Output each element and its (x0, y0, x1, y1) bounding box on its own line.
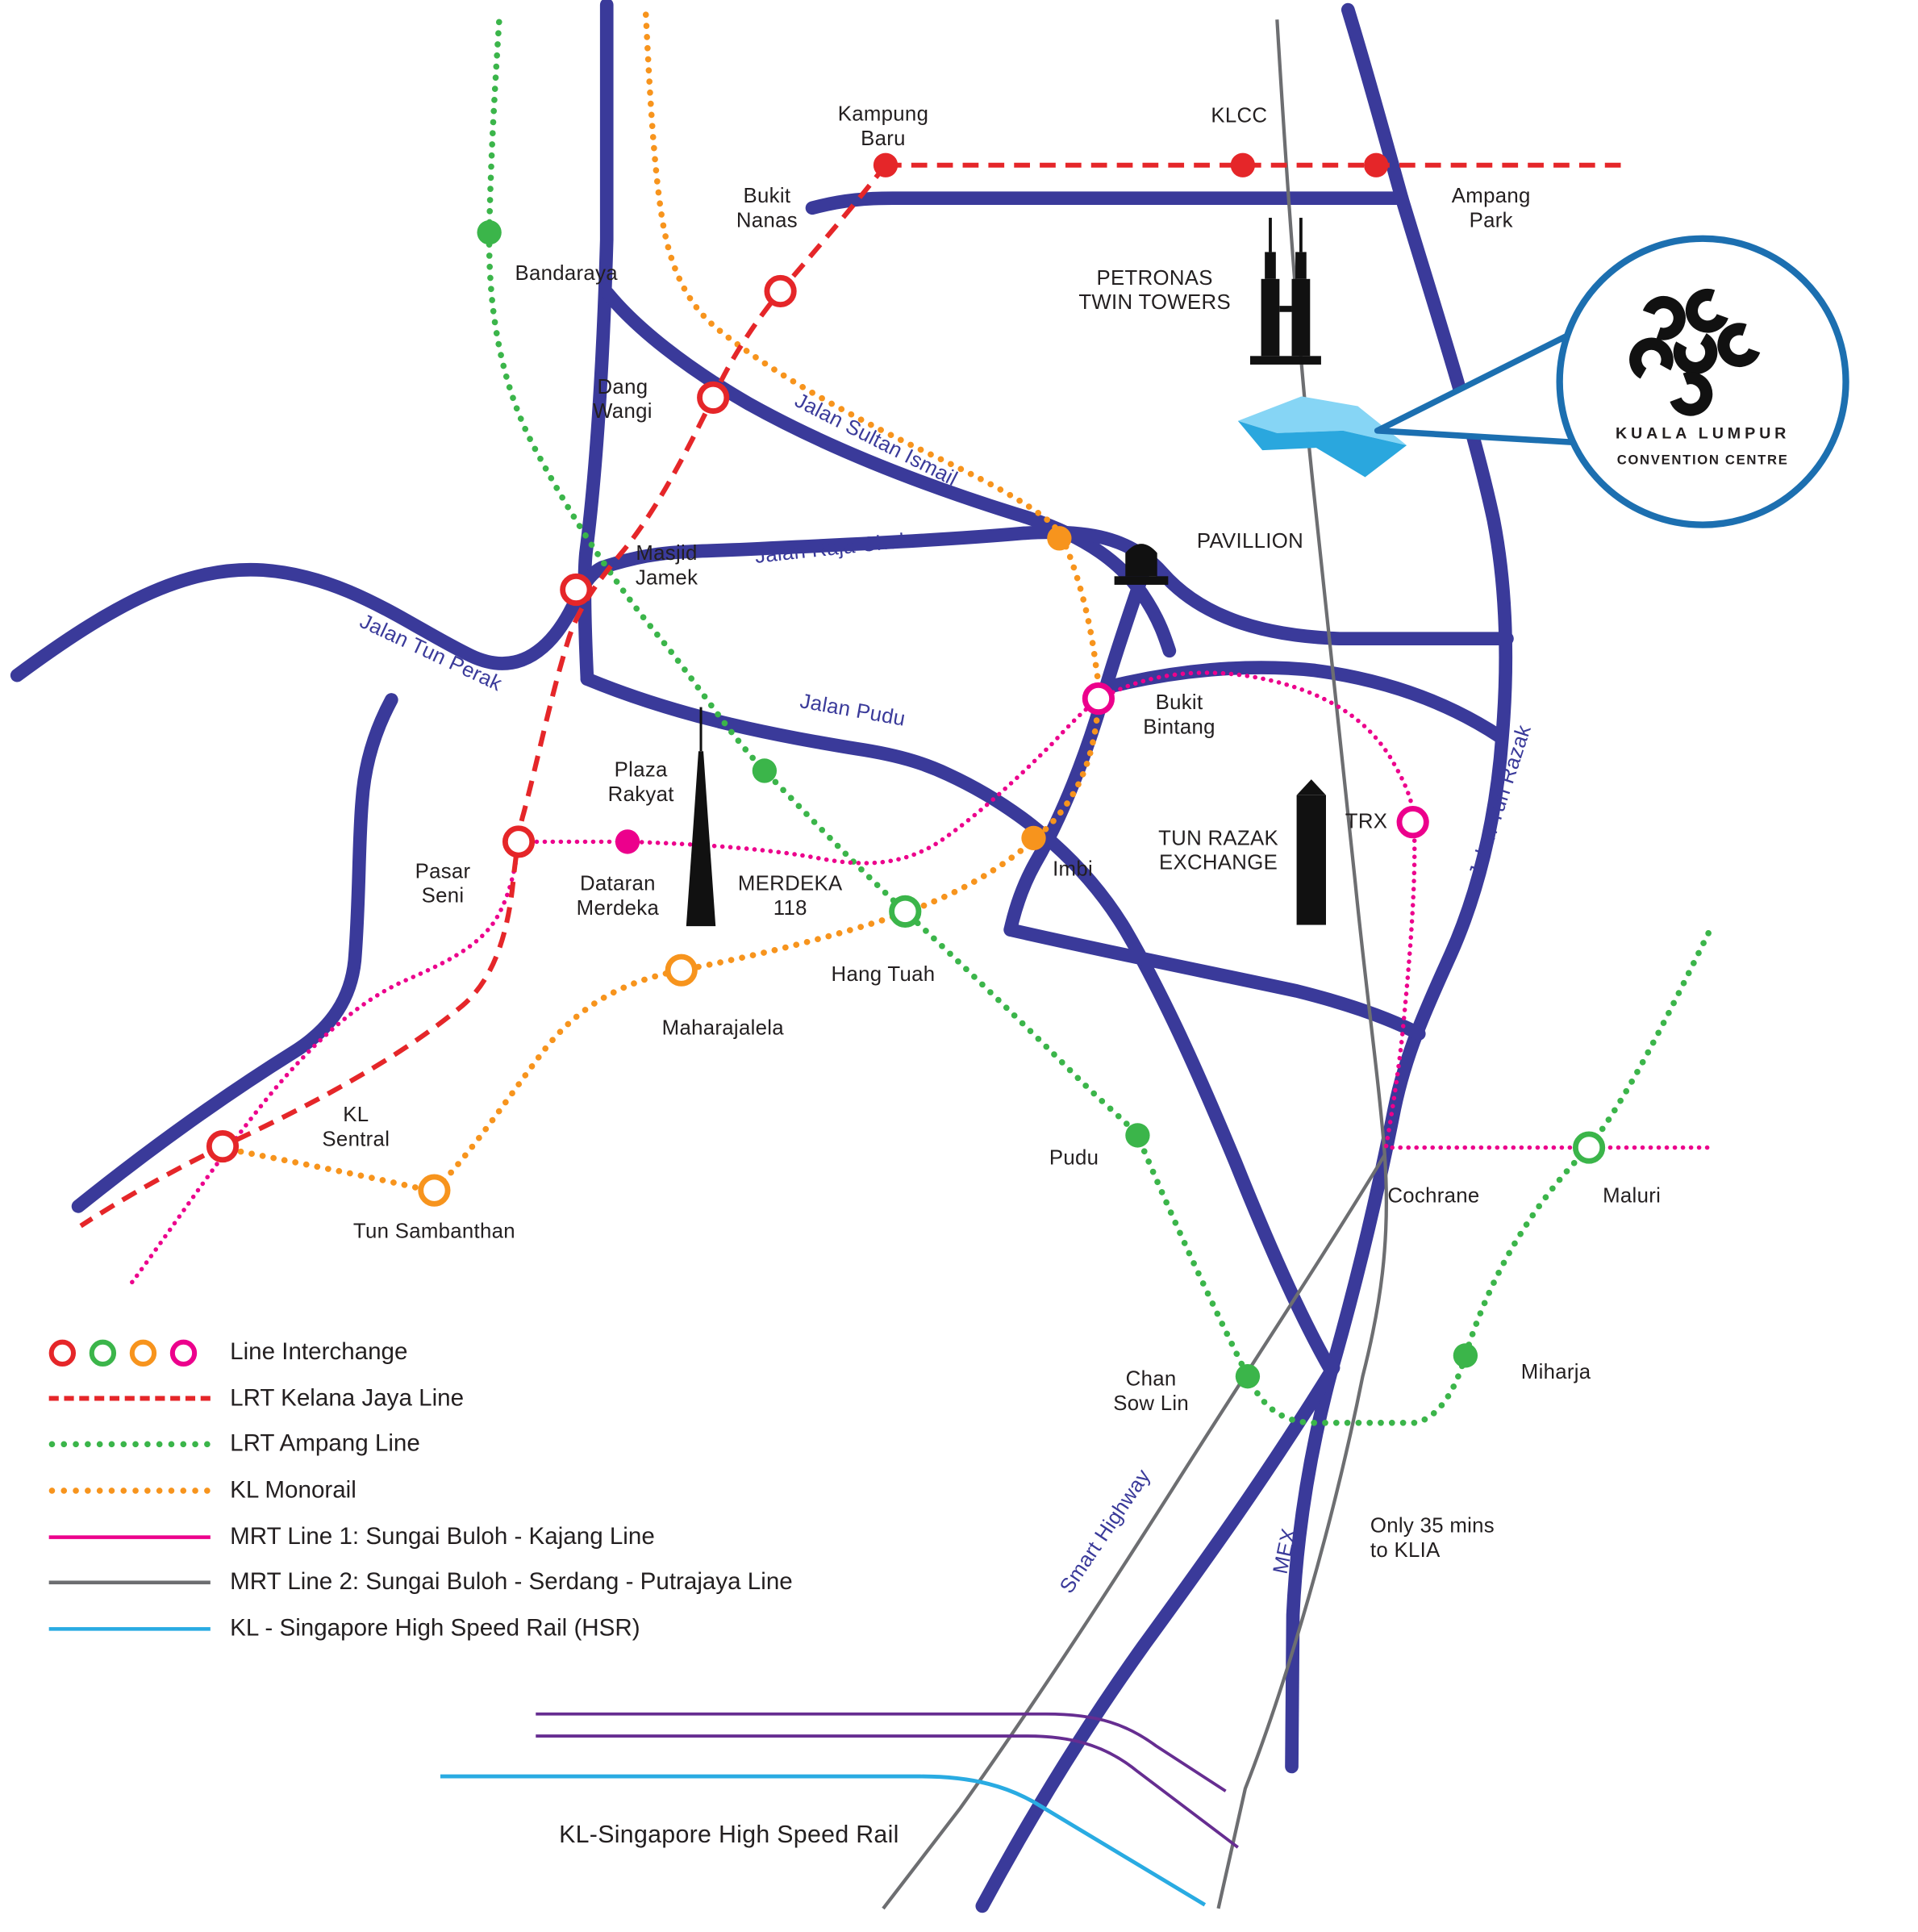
interchange-bukit-nanas (764, 274, 797, 308)
interchange-hang-tuah (889, 895, 922, 928)
road-trx-south (1003, 923, 1426, 1041)
station-klcc (1230, 152, 1256, 177)
interchange-kl-sentral (206, 1129, 240, 1163)
kl-monorail-line (229, 11, 1103, 1196)
interchange-maluri (1572, 1131, 1606, 1164)
legend-row-monorail: KL Monorail (48, 1468, 793, 1514)
road-jalan-tun-perak-raja-chulan (10, 525, 1514, 682)
road-trx-north (1099, 661, 1507, 744)
legend-label-interchange: Line Interchange (230, 1338, 408, 1366)
interchange-maharajalela (665, 953, 698, 987)
legend-row-mrt2: MRT Line 2: Sungai Buloh - Serdang - Put… (48, 1560, 793, 1606)
road-top-horizontal (805, 191, 1409, 215)
lrt-ampang-line (486, 19, 1713, 1426)
pavillion-icon (1114, 544, 1169, 585)
merdeka-118-icon (686, 707, 716, 927)
legend-sample-mrt2 (48, 1580, 211, 1585)
station-raja-chulan (1047, 526, 1072, 551)
legend-row-mrt1: MRT Line 1: Sungai Buloh - Kajang Line (48, 1514, 793, 1560)
legend-label-mrt2: MRT Line 2: Sungai Buloh - Serdang - Put… (230, 1568, 793, 1596)
legend-label-mrt1: MRT Line 1: Sungai Buloh - Kajang Line (230, 1522, 655, 1550)
legend-interchange-circle-3 (169, 1339, 198, 1367)
mrt1-line (130, 670, 1710, 1285)
legend-sample-kelana-jaya (48, 1396, 211, 1402)
legend-line-kelana-jaya (48, 1396, 211, 1402)
convention-centre-building (1237, 396, 1407, 478)
interchange-bukit-bintang (1082, 682, 1115, 716)
klcc-logo (1629, 288, 1762, 416)
legend-interchange-circle-2 (129, 1339, 157, 1367)
legend-row-kelana-jaya: LRT Kelana Jaya Line (48, 1376, 793, 1422)
interchange-trx (1396, 806, 1429, 839)
legend-label-kelana-jaya: LRT Kelana Jaya Line (230, 1384, 465, 1412)
legend-label-hsr: KL - Singapore High Speed Rail (HSR) (230, 1614, 640, 1642)
interchange-pasar-seni (502, 825, 536, 858)
road-bottom-diagonal (975, 1361, 1341, 1913)
legend-row-ampang: LRT Ampang Line (48, 1422, 793, 1468)
legend-sample-hsr (48, 1626, 211, 1631)
legend-sample-monorail (48, 1488, 211, 1494)
stations-layer (206, 152, 1606, 1389)
road-top-left-vertical (577, 0, 614, 686)
road-jalan-tun-razak (1285, 2, 1513, 1774)
legend-line-monorail (48, 1488, 211, 1494)
petronas-towers-icon (1249, 217, 1321, 365)
purple-rail-1 (536, 1712, 1227, 1792)
station-kampung-baru (873, 152, 899, 177)
smart-highway-line (882, 1154, 1386, 1910)
lrt-kelana-jaya-line (79, 163, 888, 1229)
trx-tower-icon (1296, 779, 1326, 925)
legend-line-mrt2 (48, 1580, 211, 1585)
road-jalan-pudu (580, 672, 1338, 1377)
station-chan-sow-lin (1235, 1364, 1261, 1389)
station-dataran-merdeka (615, 829, 640, 854)
legend-interchange-circles (48, 1339, 211, 1367)
legend-interchange-circle-1 (89, 1339, 117, 1367)
road-left-bottom (71, 693, 398, 1213)
legend-line-mrt1 (48, 1534, 211, 1539)
interchange-dang-wangi (697, 381, 730, 414)
callout-pointer (1374, 332, 1587, 446)
interchange-masjid-jamek (560, 573, 593, 607)
station-ampang-park (1364, 152, 1389, 177)
legend-line-hsr (48, 1626, 211, 1631)
legend-label-ampang: LRT Ampang Line (230, 1430, 420, 1458)
convention-centre-callout (1374, 235, 1849, 528)
roads-layer (10, 0, 1514, 1913)
legend-row-interchange: Line Interchange (48, 1330, 793, 1376)
road-bukit-bintang (1003, 568, 1149, 937)
mrt2-line (1216, 19, 1389, 1909)
hsr-line (440, 1774, 1207, 1907)
road-jalan-sultan-ismail (601, 286, 1177, 658)
legend-row-hsr: KL - Singapore High Speed Rail (HSR) (48, 1606, 793, 1652)
station-miharja (1453, 1343, 1478, 1368)
station-pudu (1125, 1123, 1150, 1148)
station-bandaraya (477, 219, 502, 245)
legend-label-monorail: KL Monorail (230, 1476, 356, 1504)
legend-interchange-circle-0 (48, 1339, 77, 1367)
station-imbi (1021, 825, 1046, 851)
purple-rail-2 (536, 1734, 1239, 1849)
legend-sample-mrt1 (48, 1534, 211, 1539)
legend-line-ampang (48, 1442, 211, 1448)
legend-sample-ampang (48, 1442, 211, 1448)
station-plaza-rakyat (752, 758, 778, 783)
interchange-tun-sambanthan (418, 1174, 451, 1207)
